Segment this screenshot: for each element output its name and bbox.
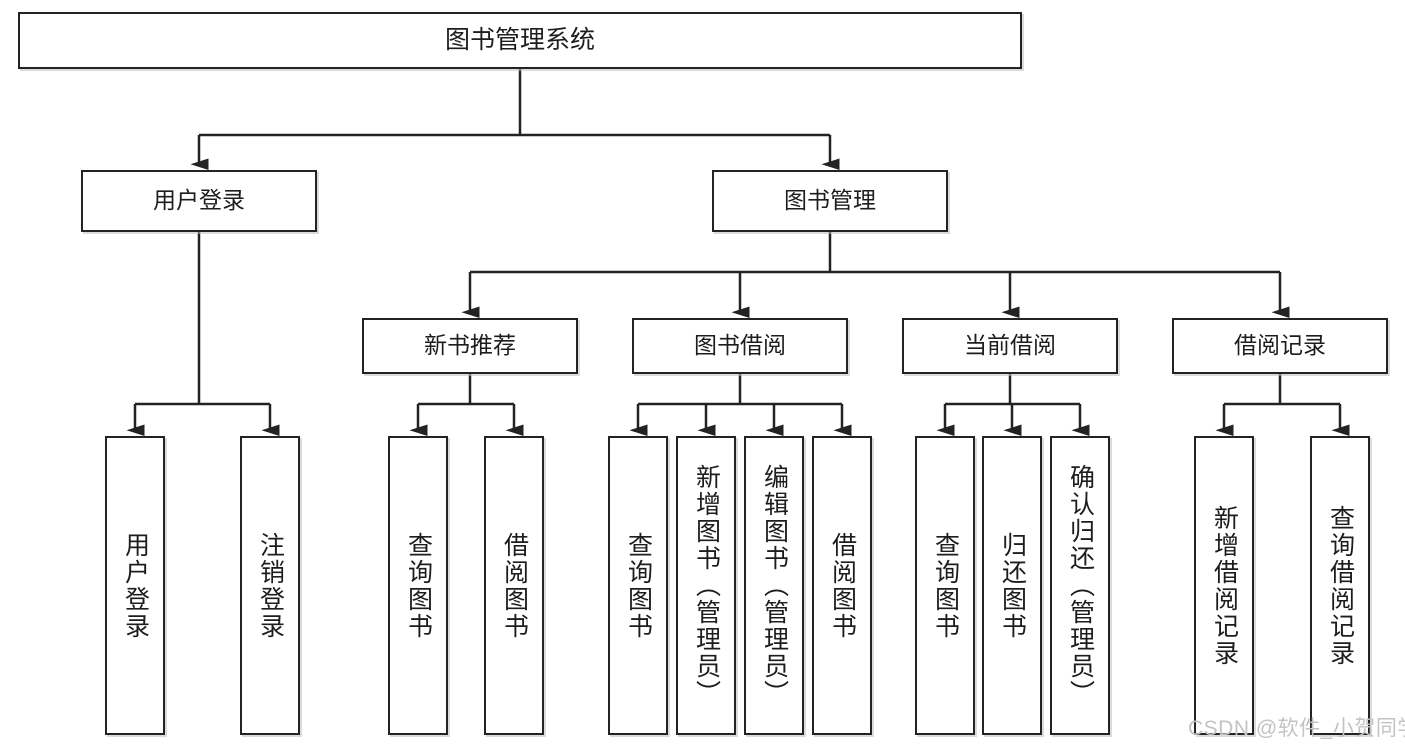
leaf-query-borrow-record[interactable]: 查询借阅记录 xyxy=(1310,436,1370,735)
leaf-return-book[interactable]: 归还图书 xyxy=(982,436,1042,735)
node-new-book-recommend-label: 新书推荐 xyxy=(424,332,516,359)
node-borrow-record[interactable]: 借阅记录 xyxy=(1172,318,1388,374)
leaf-add-book-admin-label: 新增图书（管理员） xyxy=(692,464,721,707)
leaf-borrow-book-label: 借阅图书 xyxy=(828,531,857,640)
node-user-login-label: 用户登录 xyxy=(153,187,245,214)
node-current-borrow-label: 当前借阅 xyxy=(964,332,1056,359)
leaf-add-borrow-record-label: 新增借阅记录 xyxy=(1210,504,1239,667)
leaf-add-book-admin[interactable]: 新增图书（管理员） xyxy=(676,436,736,735)
node-current-borrow[interactable]: 当前借阅 xyxy=(902,318,1118,374)
leaf-query-book-newbook-label: 查询图书 xyxy=(404,531,433,640)
node-root-system[interactable]: 图书管理系统 xyxy=(18,12,1022,69)
node-book-management-label: 图书管理 xyxy=(784,187,876,214)
leaf-confirm-return-admin[interactable]: 确认归还（管理员） xyxy=(1050,436,1110,735)
leaf-user-login-label: 用户登录 xyxy=(121,531,150,640)
leaf-query-book-current-label: 查询图书 xyxy=(931,531,960,640)
leaf-user-login[interactable]: 用户登录 xyxy=(105,436,165,735)
leaf-borrow-book[interactable]: 借阅图书 xyxy=(812,436,872,735)
node-user-login[interactable]: 用户登录 xyxy=(81,170,317,232)
leaf-return-book-label: 归还图书 xyxy=(998,531,1027,640)
node-borrow-record-label: 借阅记录 xyxy=(1234,332,1326,359)
leaf-query-book-borrow-label: 查询图书 xyxy=(624,531,653,640)
leaf-edit-book-admin-label: 编辑图书（管理员） xyxy=(760,464,789,707)
node-book-management[interactable]: 图书管理 xyxy=(712,170,948,232)
leaf-edit-book-admin[interactable]: 编辑图书（管理员） xyxy=(744,436,804,735)
leaf-query-book-newbook[interactable]: 查询图书 xyxy=(388,436,448,735)
leaf-logout-label: 注销登录 xyxy=(256,531,285,640)
node-new-book-recommend[interactable]: 新书推荐 xyxy=(362,318,578,374)
leaf-borrow-book-newbook[interactable]: 借阅图书 xyxy=(484,436,544,735)
csdn-watermark: CSDN @软件_小贺同学 xyxy=(1188,717,1405,740)
leaf-query-book-borrow[interactable]: 查询图书 xyxy=(608,436,668,735)
leaf-query-book-current[interactable]: 查询图书 xyxy=(915,436,975,735)
leaf-borrow-book-newbook-label: 借阅图书 xyxy=(500,531,529,640)
node-root-label: 图书管理系统 xyxy=(444,25,595,54)
node-book-borrow-label: 图书借阅 xyxy=(694,332,786,359)
node-book-borrow[interactable]: 图书借阅 xyxy=(632,318,848,374)
leaf-query-borrow-record-label: 查询借阅记录 xyxy=(1326,504,1355,667)
leaf-confirm-return-admin-label: 确认归还（管理员） xyxy=(1066,464,1095,707)
leaf-add-borrow-record[interactable]: 新增借阅记录 xyxy=(1194,436,1254,735)
leaf-logout[interactable]: 注销登录 xyxy=(240,436,300,735)
